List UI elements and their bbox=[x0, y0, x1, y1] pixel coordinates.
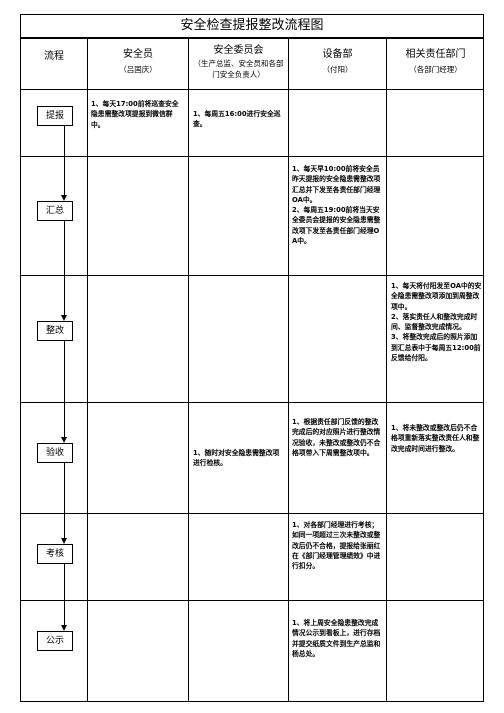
arrow-down-icon bbox=[61, 437, 67, 443]
cell-committee-accept: 1、随时对安全隐患需整改项进行检核。 bbox=[193, 449, 280, 468]
arrow-down-icon bbox=[61, 625, 67, 631]
connector-line bbox=[64, 564, 65, 625]
header-dept-label: 相关责任部门 bbox=[405, 49, 466, 60]
step-accept: 验收 bbox=[37, 443, 73, 463]
cell-officer-report: 1、每天17:00前将巡查安全隐患需整改项提报到微信群中。 bbox=[91, 100, 179, 129]
cell-dept-rectify: 1、每天将付阳发至OA中的安全隐患需整改项添加到周整改项中。 2、落实责任人和整… bbox=[391, 282, 482, 363]
connector-line bbox=[64, 221, 65, 315]
row-divider bbox=[21, 513, 483, 514]
cell-committee-report: 1、每周五16:00进行安全巡查。 bbox=[193, 110, 281, 129]
row-divider bbox=[21, 275, 483, 276]
header-officer: 安全员 （吕国庆） bbox=[88, 39, 188, 89]
connector-line bbox=[64, 126, 65, 195]
header-process: 流程 bbox=[21, 39, 87, 89]
cell-equipment-accept: 1、根据责任部门反馈的整改完成后的对应照片进行整改情况验收，未整改或整改仍不合格… bbox=[292, 418, 381, 457]
header-officer-sub: （吕国庆） bbox=[119, 65, 157, 74]
cell-equipment-summary: 1、每天早10:00前将安全员昨天提报的安全隐患需整改项汇总并下发至各责任部门经… bbox=[292, 165, 381, 246]
flow-table: 流程 安全员 （吕国庆） 安全委员会 （生产总监、安全员和各部门安全负责人） 设… bbox=[20, 38, 484, 702]
column-divider bbox=[386, 39, 387, 701]
connector-line bbox=[64, 341, 65, 437]
column-divider bbox=[288, 39, 289, 701]
page-title: 安全检查提报整改流程图 bbox=[20, 14, 484, 38]
row-divider bbox=[21, 89, 483, 90]
column-divider bbox=[87, 39, 88, 701]
header-committee-label: 安全委员会 bbox=[213, 45, 264, 56]
header-dept-sub: （各部门经理） bbox=[409, 65, 462, 74]
step-report: 提报 bbox=[37, 106, 73, 126]
connector-line bbox=[64, 463, 65, 538]
cell-dept-accept: 1、将未整改或整改后仍不合格项重新落实整改责任人和整改完成时间进行整改。 bbox=[391, 424, 480, 453]
arrow-down-icon bbox=[61, 538, 67, 544]
row-divider bbox=[21, 600, 483, 601]
header-committee: 安全委员会 （生产总监、安全员和各部门安全负责人） bbox=[189, 39, 288, 89]
header-equipment-sub: （付阳） bbox=[322, 65, 353, 74]
header-equipment: 设备部 （付阳） bbox=[289, 39, 386, 89]
cell-equipment-assess: 1、对各部门经理进行考核；如同一项超过三次未整改或整改后仍不合格，提报给张丽红在… bbox=[292, 521, 381, 571]
step-summary: 汇总 bbox=[37, 201, 73, 221]
arrow-down-icon bbox=[61, 315, 67, 321]
header-process-label: 流程 bbox=[44, 51, 64, 62]
cell-equipment-publish: 1、将上周安全隐患整改完成情况公示到看板上，进行存档并提交纸质文件到生产总监和杨… bbox=[292, 619, 381, 658]
step-publish: 公示 bbox=[37, 631, 73, 651]
step-rectify: 整改 bbox=[37, 321, 73, 341]
arrow-down-icon bbox=[61, 195, 67, 201]
header-committee-sub: （生产总监、安全员和各部门安全负责人） bbox=[193, 59, 284, 79]
header-dept: 相关责任部门 （各部门经理） bbox=[387, 39, 484, 89]
header-equipment-label: 设备部 bbox=[322, 49, 353, 60]
row-divider bbox=[21, 156, 483, 157]
row-divider bbox=[21, 402, 483, 403]
step-assess: 考核 bbox=[37, 544, 73, 564]
column-divider bbox=[188, 39, 189, 701]
header-officer-label: 安全员 bbox=[123, 49, 153, 60]
